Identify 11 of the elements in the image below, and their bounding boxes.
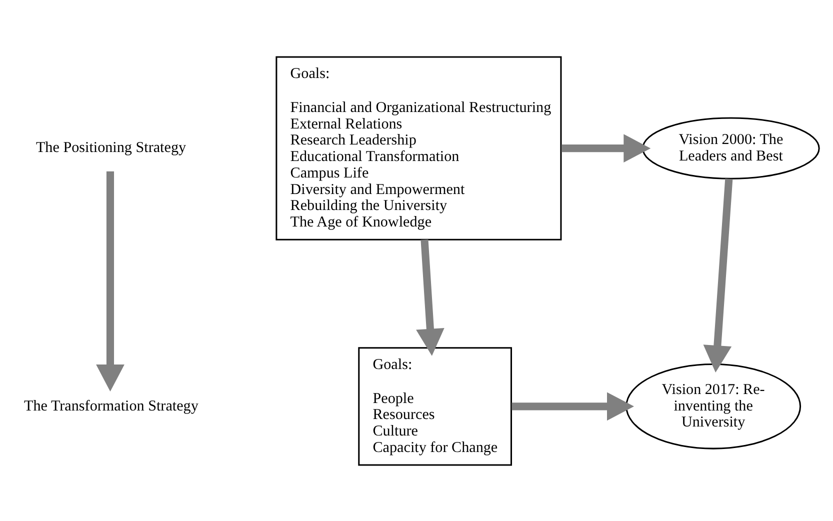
node-box: Goals: Financial and Organizational Restructuring External Relations Research Leadership Educational Transformation Campus Life Diversity and Empowerment Rebuilding the University The Age of Knowledge bbox=[276, 56, 562, 240]
arrow bbox=[703, 178, 733, 372]
node-box: Goals: People Resources Culture Capacity for Change bbox=[358, 346, 512, 466]
arrow bbox=[561, 134, 651, 162]
node-text: The Positioning Strategy bbox=[36, 140, 186, 156]
node-ellipse: Vision 2000: The Leaders and Best bbox=[642, 116, 820, 179]
node-text: The Transformation Strategy bbox=[24, 398, 198, 414]
arrow bbox=[416, 238, 444, 356]
node-ellipse: Vision 2017: Re-inventing the University bbox=[626, 363, 802, 449]
arrow bbox=[512, 392, 634, 420]
arrow bbox=[96, 170, 124, 392]
